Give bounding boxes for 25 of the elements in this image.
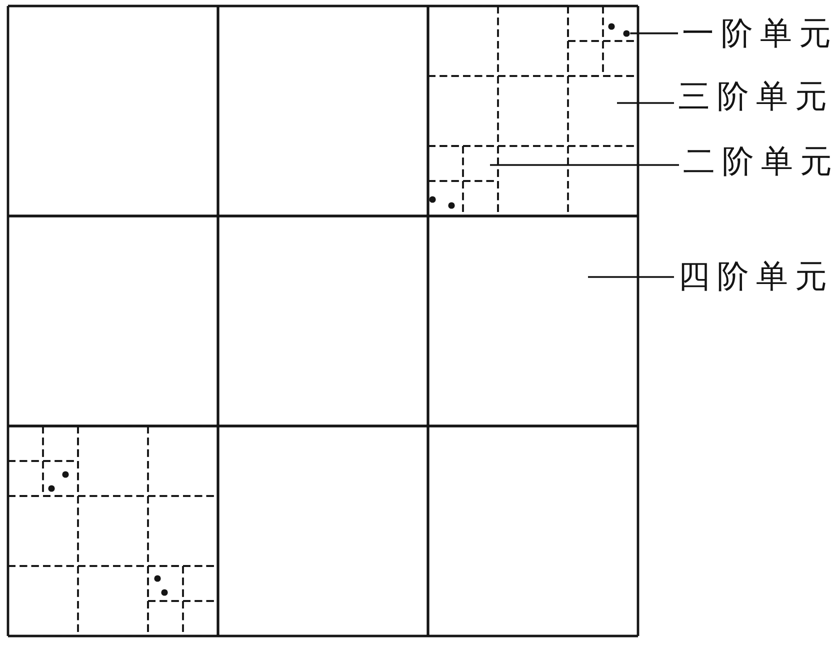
dot-icon [48, 484, 56, 492]
leader-line [490, 164, 679, 166]
leader-line [630, 32, 678, 34]
grid-cell [8, 216, 218, 426]
dot-icon [429, 196, 436, 203]
grid-cell [428, 6, 638, 216]
label-text: 四阶单元 [674, 260, 834, 292]
grid-cell [8, 426, 218, 636]
label-text: 二阶单元 [679, 145, 838, 177]
dot-icon [623, 30, 630, 37]
grid-cell [8, 6, 218, 216]
grid-cell [218, 216, 428, 426]
grid-cell [428, 216, 638, 426]
dot-icon [448, 202, 454, 208]
label-text: 一阶单元 [678, 17, 838, 49]
leader-line [588, 276, 674, 278]
grid-cell [218, 426, 428, 636]
label-text: 三阶单元 [674, 80, 834, 112]
dot-icon [161, 588, 168, 596]
dot-icon [62, 470, 70, 478]
leader-line [617, 102, 674, 104]
grid-cell [218, 6, 428, 216]
dot-icon [608, 23, 614, 30]
grid-cell [428, 426, 638, 636]
dot-icon [154, 575, 161, 582]
